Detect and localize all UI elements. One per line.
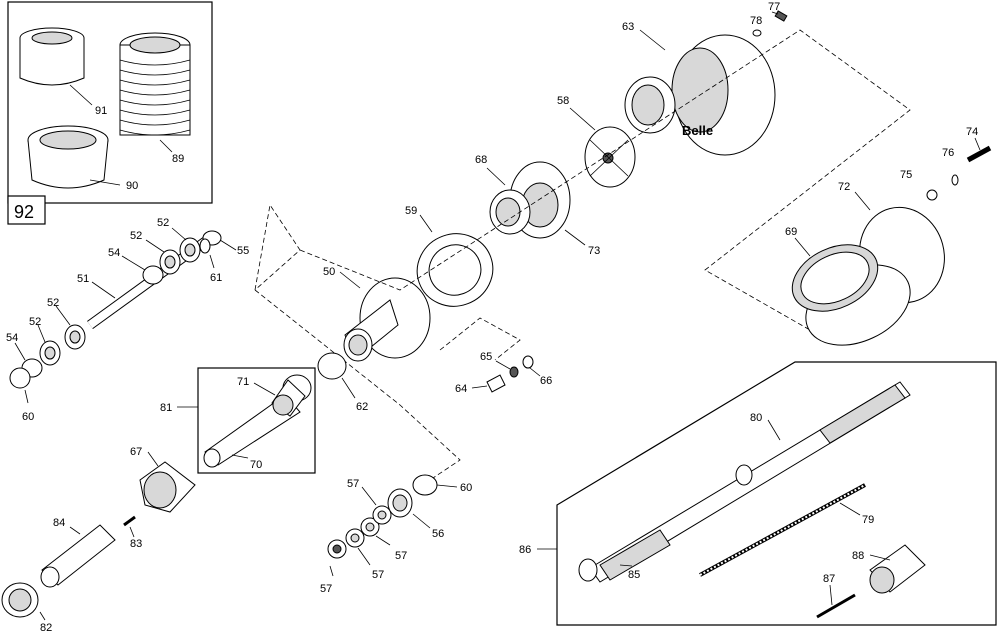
part-65-washer — [509, 366, 519, 378]
part-61-ring — [199, 238, 211, 254]
label-86: 86 — [519, 544, 531, 556]
label-81: 81 — [160, 402, 172, 414]
label-74: 74 — [966, 126, 978, 138]
part-89-threaded-coupling — [119, 32, 191, 136]
part-60-circlip-lower — [412, 474, 438, 496]
label-57-d: 57 — [347, 478, 359, 490]
part-50-flange — [343, 277, 431, 362]
label-54-b: 54 — [6, 332, 18, 344]
label-79: 79 — [862, 514, 874, 526]
label-62: 62 — [356, 401, 368, 413]
label-54-a: 54 — [108, 247, 120, 259]
label-57-a: 57 — [320, 583, 332, 595]
label-64: 64 — [455, 383, 467, 395]
label-88: 88 — [852, 550, 864, 562]
part-52-bearing-fourth — [39, 340, 61, 366]
label-76: 76 — [942, 147, 954, 159]
part-67-coupling-nut — [139, 461, 196, 513]
label-67: 67 — [130, 446, 142, 458]
label-85: 85 — [628, 569, 640, 581]
part-52-bearing-second — [159, 249, 181, 275]
label-75: 75 — [900, 169, 912, 181]
part-57-seal-lower-d — [372, 505, 392, 525]
label-73: 73 — [588, 245, 600, 257]
label-82: 82 — [40, 622, 52, 634]
part-68-inlet-housing — [489, 161, 571, 239]
label-60-b: 60 — [460, 482, 472, 494]
label-72: 72 — [838, 181, 850, 193]
part-64-bolt — [486, 374, 506, 393]
label-78: 78 — [750, 15, 762, 27]
label-57-b: 57 — [372, 569, 384, 581]
part-79-flexible-drive — [699, 483, 866, 577]
label-61: 61 — [210, 272, 222, 284]
part-88-coupling — [869, 544, 926, 594]
part-52-bearing-top — [179, 237, 201, 263]
label-84: 84 — [53, 517, 65, 529]
kit-81-box — [197, 367, 316, 474]
label-56: 56 — [432, 528, 444, 540]
guide-line-lower — [254, 289, 461, 481]
part-74-bolt — [966, 145, 992, 163]
part-83-pin — [123, 515, 136, 527]
part-62-o-ring — [317, 352, 347, 380]
label-70: 70 — [250, 459, 262, 471]
part-69-mesh-screen — [791, 244, 911, 346]
label-66: 66 — [540, 375, 552, 387]
part-82-end-cap — [1, 582, 39, 618]
part-59-gasket — [416, 233, 494, 307]
label-87: 87 — [823, 573, 835, 585]
label-69: 69 — [785, 226, 797, 238]
guide-line-main — [299, 29, 911, 331]
label-52-d: 52 — [29, 316, 41, 328]
label-80: 80 — [750, 412, 762, 424]
label-89: 89 — [172, 153, 184, 165]
label-91: 91 — [95, 105, 107, 117]
label-52-c: 52 — [47, 297, 59, 309]
part-91-collar — [19, 27, 85, 86]
label-50: 50 — [323, 266, 335, 278]
label-57-c: 57 — [395, 550, 407, 562]
label-90: 90 — [126, 180, 138, 192]
part-57-seal-lower-a — [327, 539, 347, 559]
part-90-claw-coupling — [27, 125, 109, 189]
kit-86-box — [556, 361, 997, 626]
part-52-bearing-third — [64, 324, 86, 350]
label-77: 77 — [768, 1, 780, 13]
part-75-washer — [926, 189, 938, 201]
kit-box — [7, 1, 213, 204]
label-65: 65 — [480, 351, 492, 363]
part-58-impeller — [584, 126, 636, 188]
label-52-b: 52 — [130, 230, 142, 242]
part-84-tube — [40, 524, 116, 588]
part-76-washer — [951, 174, 959, 186]
part-80-inner-shaft — [578, 381, 911, 583]
part-54-seal-top — [142, 265, 164, 285]
part-57-seal-lower-b — [345, 528, 365, 548]
label-51: 51 — [77, 273, 89, 285]
part-56-bush — [387, 488, 413, 518]
kit-label-box — [7, 195, 46, 225]
label-59: 59 — [405, 205, 417, 217]
guide-line-upper — [254, 203, 301, 291]
label-63: 63 — [622, 21, 634, 33]
part-60-circlip-left — [9, 367, 31, 389]
label-71: 71 — [237, 376, 249, 388]
part-57-seal-lower-c — [360, 517, 380, 537]
label-68: 68 — [475, 154, 487, 166]
part-78-washer — [752, 29, 762, 37]
label-83: 83 — [130, 538, 142, 550]
part-71-sleeve — [271, 374, 312, 417]
label-58: 58 — [557, 95, 569, 107]
part-87-pin — [816, 593, 856, 619]
label-55: 55 — [237, 245, 249, 257]
kit-label: 92 — [14, 202, 34, 222]
guide-line-housing — [439, 317, 521, 361]
label-60-a: 60 — [22, 411, 34, 423]
label-52-a: 52 — [157, 217, 169, 229]
part-66-washer — [522, 355, 534, 369]
brand-marking: Belle — [682, 123, 713, 138]
